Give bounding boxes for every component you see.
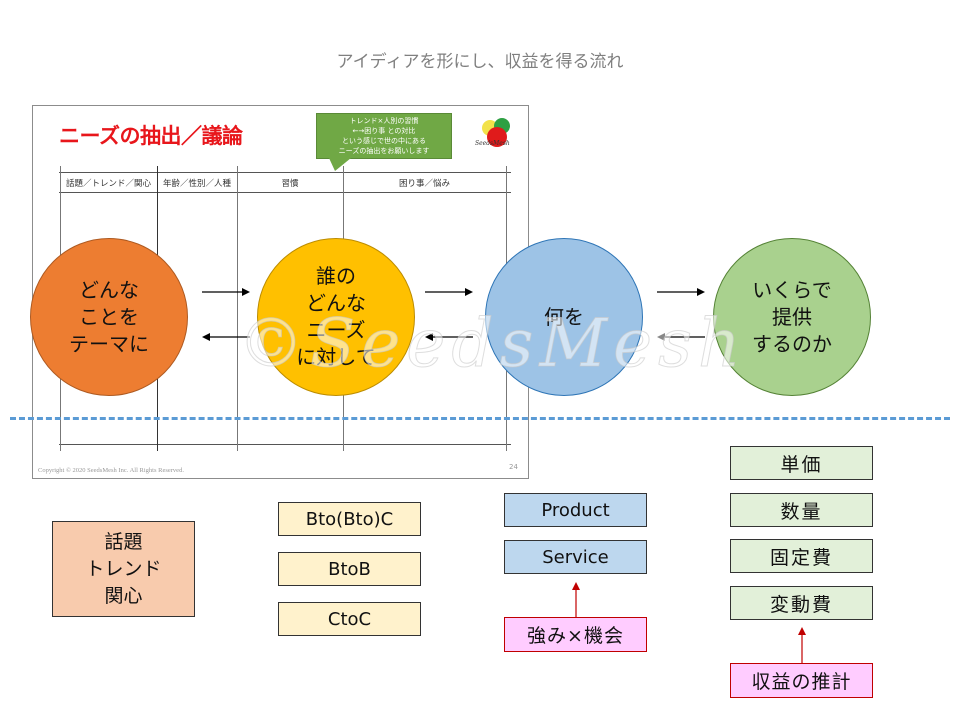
table-line <box>59 172 511 173</box>
circle-needs-label: 誰の どんな ニーズ に対して <box>296 264 376 369</box>
arrow-right-icon <box>657 286 705 298</box>
revenue-item-box: 変動費 <box>730 586 873 620</box>
offering-box-product: Product <box>504 493 647 527</box>
arrow-right-icon <box>425 286 473 298</box>
circle-theme-label: どんな ことを テーマに <box>69 277 149 356</box>
revenue-item-box: 固定費 <box>730 539 873 573</box>
section-separator <box>10 417 950 420</box>
table-line <box>59 192 511 193</box>
circle-what: 何を <box>485 238 643 396</box>
callout-line: トレンド×人別の習慣 <box>349 117 419 125</box>
revenue-item-box: 単価 <box>730 446 873 480</box>
business-model-box: BtoB <box>278 552 421 586</box>
business-model-box: CtoC <box>278 602 421 636</box>
arrow-left-icon <box>202 331 250 343</box>
circle-needs: 誰の どんな ニーズ に対して <box>257 238 415 396</box>
revenue-estimate-box: 収益の推計 <box>730 663 873 698</box>
slide-copyright: Copyright © 2020 SeedsMesh Inc. All Righ… <box>38 467 184 474</box>
circle-what-label: 何を <box>544 304 584 329</box>
logo-text: SeedsMesh <box>475 140 510 147</box>
slide-page-number: 24 <box>509 463 518 471</box>
callout-line: ←→困り事 との対比 <box>352 127 416 135</box>
table-line <box>59 444 511 445</box>
arrow-up-icon <box>571 582 581 618</box>
arrow-left-icon <box>657 331 705 343</box>
table-col-line <box>237 166 238 451</box>
callout-tail <box>329 158 351 171</box>
table-header-topic: 話題／トレンド／関心 <box>65 179 151 189</box>
arrow-left-icon <box>425 331 473 343</box>
circle-theme: どんな ことを テーマに <box>30 238 188 396</box>
revenue-item-box: 数量 <box>730 493 873 527</box>
table-header-problems: 困り事／悩み <box>398 179 450 189</box>
callout-line: ニーズの抽出をお願いします <box>338 147 430 155</box>
slide-title: ニーズの抽出／議論 <box>59 124 243 148</box>
table-header-demographics: 年齢／性別／人種 <box>162 179 231 189</box>
seedsmesh-logo-icon <box>482 118 510 147</box>
business-model-box: Bto(Bto)C <box>278 502 421 536</box>
callout-note: トレンド×人別の習慣 ←→困り事 との対比 という感じで世の中にある ニーズの抽… <box>316 113 452 159</box>
offering-box-service: Service <box>504 540 647 574</box>
circle-price: いくらで 提供 するのか <box>713 238 871 396</box>
arrow-right-icon <box>202 286 250 298</box>
topic-box: 話題 トレンド 関心 <box>52 521 195 617</box>
circle-price-label: いくらで 提供 するのか <box>752 277 832 356</box>
table-header-habits: 習慣 <box>281 179 299 189</box>
strength-opportunity-box: 強み×機会 <box>504 617 647 652</box>
page-title: アイディアを形にし、収益を得る流れ <box>336 52 624 72</box>
arrow-up-icon <box>797 627 807 664</box>
callout-line: という感じで世の中にある <box>342 137 426 145</box>
